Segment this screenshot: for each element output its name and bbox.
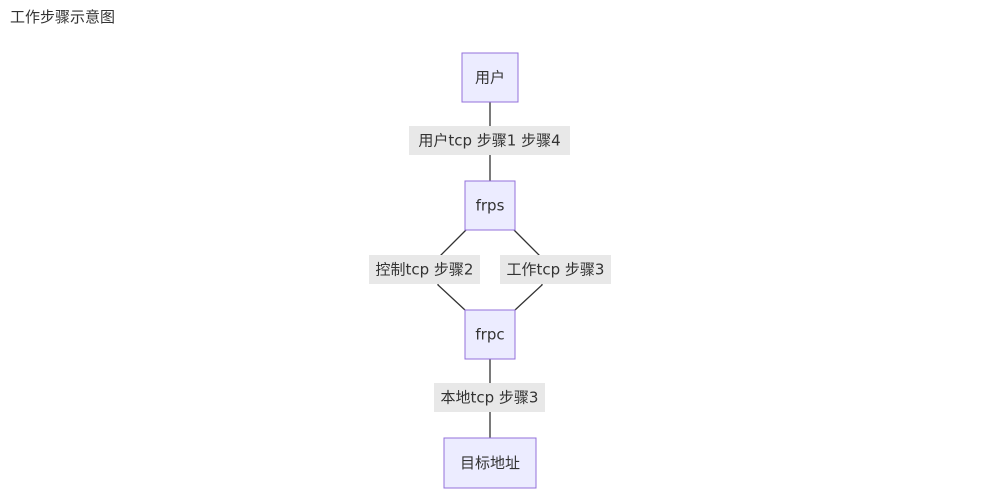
edge-label-control: 控制tcp 步骤2 [369, 255, 480, 284]
edge-label-control-text: 控制tcp 步骤2 [376, 261, 474, 279]
edge-label-work-text: 工作tcp 步骤3 [507, 261, 605, 279]
edge-label-local-text: 本地tcp 步骤3 [441, 389, 539, 407]
node-frps: frps [464, 180, 516, 231]
node-frpc-label: frpc [475, 326, 504, 344]
node-target: 目标地址 [443, 437, 537, 489]
node-frps-label: frps [476, 197, 505, 215]
node-user-label: 用户 [475, 69, 505, 87]
node-target-label: 目标地址 [460, 454, 520, 472]
node-frpc: frpc [464, 309, 516, 360]
node-user: 用户 [461, 52, 519, 103]
edge-label-work: 工作tcp 步骤3 [500, 255, 611, 284]
edge-label-local: 本地tcp 步骤3 [434, 383, 545, 412]
page-title: 工作步骤示意图 [10, 8, 116, 26]
edge-label-user-frps: 用户tcp 步骤1 步骤4 [409, 126, 570, 155]
edge-label-user-frps-text: 用户tcp 步骤1 步骤4 [418, 132, 560, 150]
